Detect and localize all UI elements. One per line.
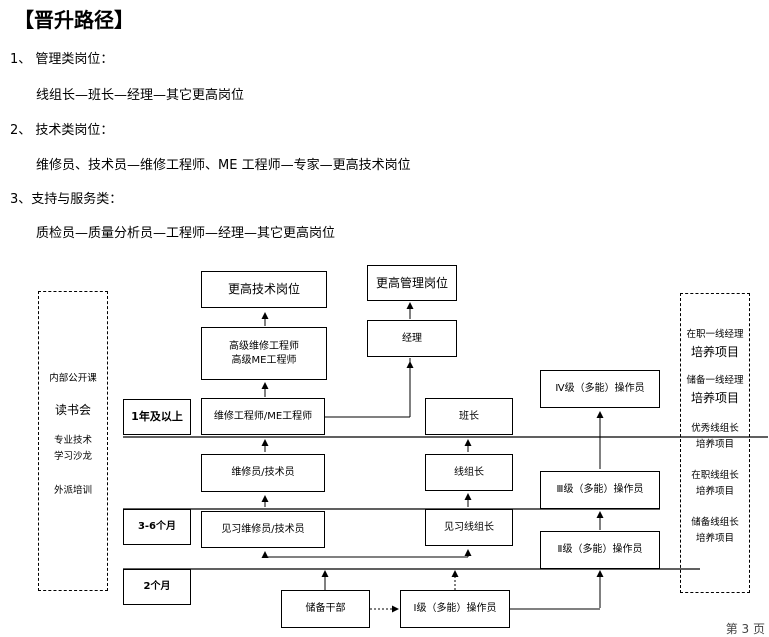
program-1-a: 在职一线经理: [686, 329, 744, 340]
page-title: 【晋升路径】: [14, 8, 134, 32]
section-3-heading: 3、支持与服务类：: [10, 192, 123, 207]
section-2-heading: 2、 技术类岗位：: [10, 123, 114, 138]
box-operator-level-1: Ⅰ级（多能）操作员: [400, 590, 510, 628]
program-1-b: 培养项目: [690, 345, 739, 359]
box-team-leader: 班长: [425, 398, 513, 435]
tier-label-3-6months: 3-6个月: [123, 509, 191, 545]
training-reading-club: 读书会: [54, 403, 91, 417]
box-trainee-line-leader: 见习线组长: [425, 509, 513, 546]
box-senior-engineer: 高级维修工程师 高级ME工程师: [201, 327, 327, 380]
training-external: 外派培训: [53, 485, 92, 496]
program-4-a: 在职线组长: [691, 470, 739, 481]
tier-label-2months: 2个月: [123, 569, 191, 605]
program-2-a: 储备一线经理: [686, 375, 744, 386]
tier-label-1year: 1年及以上: [123, 399, 191, 435]
box-operator-level-4: Ⅳ级（多能）操作员: [540, 370, 660, 408]
senior-engineer-line-1: 高级维修工程师: [229, 341, 299, 352]
box-trainee-technician: 见习维修员/技术员: [201, 511, 325, 548]
section-2-path: 维修员、技术员—维修工程师、ME 工程师—专家—更高技术岗位: [36, 158, 411, 173]
senior-engineer-line-2: 高级ME工程师: [231, 354, 297, 366]
box-higher-tech: 更高技术岗位: [201, 271, 327, 308]
box-engineer: 维修工程师/ME工程师: [201, 398, 325, 435]
box-technician: 维修员/技术员: [201, 454, 325, 492]
program-2-b: 培养项目: [690, 391, 739, 405]
box-higher-mgmt: 更高管理岗位: [367, 265, 457, 301]
program-4-b: 培养项目: [695, 486, 734, 497]
program-5-b: 培养项目: [695, 533, 734, 544]
section-3-path: 质检员—质量分析员—工程师—经理—其它更高岗位: [36, 226, 336, 241]
box-line-leader: 线组长: [425, 454, 513, 491]
program-3-b: 培养项目: [695, 439, 734, 450]
section-1-heading: 1、 管理类岗位：: [10, 52, 114, 67]
box-operator-level-3: Ⅲ级（多能）操作员: [540, 471, 660, 509]
right-program-panel: [680, 293, 750, 593]
box-manager: 经理: [367, 320, 457, 357]
left-training-panel: [38, 291, 108, 591]
section-1-path: 线组长—班长—经理—其它更高岗位: [36, 88, 245, 103]
program-5-a: 储备线组长: [691, 517, 739, 528]
box-reserve-cadre: 储备干部: [281, 590, 370, 628]
training-internal-course: 内部公开课: [49, 373, 97, 384]
box-operator-level-2: Ⅱ级（多能）操作员: [540, 531, 660, 569]
page-number: 第 3 页: [725, 622, 765, 636]
training-tech-2: 学习沙龙: [53, 451, 92, 462]
training-tech-1: 专业技术: [53, 435, 92, 446]
program-3-a: 优秀线组长: [691, 423, 739, 434]
